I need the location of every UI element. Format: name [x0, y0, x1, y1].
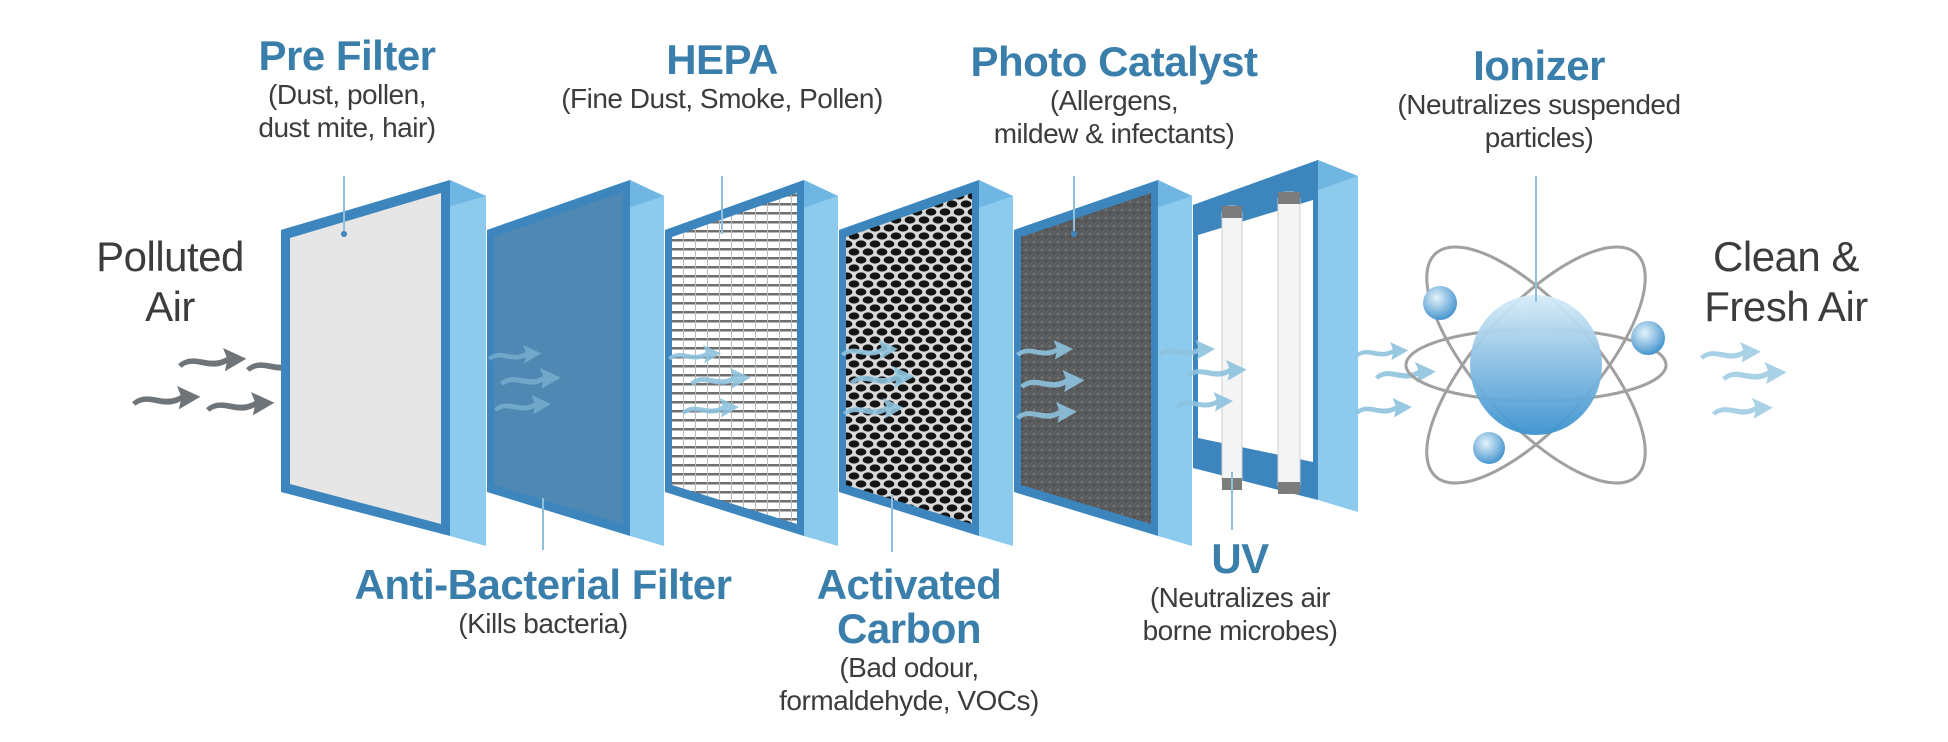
- stage-label-photo-catalyst: Photo Catalyst (Allergens, mildew & infe…: [970, 38, 1258, 150]
- stage-label-ionizer: Ionizer (Neutralizes suspended particles…: [1397, 42, 1681, 154]
- activated-carbon-panel: [839, 180, 1013, 546]
- pre-filter-panel: [281, 180, 486, 546]
- stage-label-pre-filter: Pre Filter (Dust, pollen, dust mite, hai…: [258, 32, 436, 144]
- stage-label-hepa: HEPA (Fine Dust, Smoke, Pollen): [561, 36, 883, 115]
- stage-label-anti-bacterial: Anti-Bacterial Filter (Kills bacteria): [354, 561, 732, 640]
- anti-bacterial-panel: [487, 180, 664, 546]
- uv-tube-2: [1277, 191, 1301, 493]
- uv-tube-1: [1221, 205, 1243, 489]
- leader-lines: [341, 176, 1537, 552]
- uv-lamp-panel: [1193, 160, 1358, 512]
- ionizer-atom-icon: [1404, 245, 1668, 485]
- clean-fresh-air-label: Clean & Fresh Air: [1704, 233, 1868, 330]
- photo-catalyst-panel: [1014, 180, 1192, 546]
- stage-label-uv: UV (Neutralizes air borne microbes): [1142, 535, 1338, 647]
- polluted-air-label: Polluted Air: [96, 233, 244, 330]
- hepa-panel: [665, 180, 838, 546]
- stage-label-activated-carbon: Activated Carbon (Bad odour, formaldehyd…: [779, 561, 1039, 717]
- clean-air-arrows: [1700, 342, 1787, 419]
